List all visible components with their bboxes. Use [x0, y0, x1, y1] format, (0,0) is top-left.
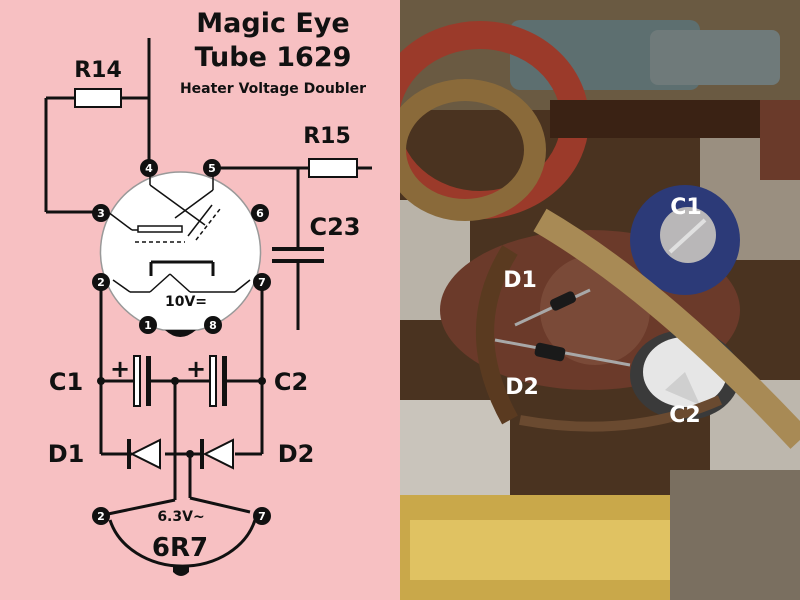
pin-8: 8 [204, 316, 222, 334]
d1-diode [127, 438, 161, 470]
photo-d1-diode [514, 288, 591, 327]
r14-resistor [74, 88, 122, 108]
6r7-key [173, 566, 189, 576]
pin-4: 4 [140, 159, 158, 177]
tube-electrodes [107, 170, 251, 293]
pin-6: 6 [251, 204, 269, 222]
photo-label-d1: D1 [503, 268, 537, 293]
tube-1629-pins: 1 2 3 4 5 6 7 [92, 159, 271, 334]
pin-5: 5 [203, 159, 221, 177]
r15-resistor [308, 158, 358, 178]
photo-d2-diode [494, 338, 631, 367]
c23-capacitor [272, 247, 324, 263]
c1-capacitor [133, 355, 151, 407]
c1-plus-sign: + [110, 355, 130, 383]
photo-label-c1: C1 [670, 195, 701, 220]
pin-4-label: 4 [145, 162, 153, 175]
pin-3: 3 [92, 204, 110, 222]
photo-label-c2: C2 [669, 403, 700, 428]
schematic-diagram: Magic Eye Tube 1629 Heater Voltage Doubl… [0, 0, 400, 600]
junction-dot [186, 450, 194, 458]
c2-plus-sign: + [186, 355, 206, 383]
c1-label: C1 [49, 368, 83, 396]
6r7-pin-2-label: 2 [97, 510, 105, 523]
d2-label: D2 [278, 440, 315, 468]
junction-dot [171, 377, 179, 385]
pin-2: 2 [92, 273, 110, 291]
d2-diode [200, 438, 234, 470]
pin-7-label: 7 [258, 276, 266, 289]
junction-dot [258, 377, 266, 385]
pin-3-label: 3 [97, 207, 105, 220]
c2-capacitor [209, 355, 227, 407]
junction-dot [97, 377, 105, 385]
pin-6-label: 6 [256, 207, 264, 220]
chassis-photo: C1 D1 D2 C2 [400, 0, 800, 600]
pin-8-label: 8 [209, 319, 217, 332]
pin-5-label: 5 [208, 162, 216, 175]
6r7-pin-7-label: 7 [258, 510, 266, 523]
photo-label-d2: D2 [505, 375, 539, 400]
pin-1: 1 [139, 316, 157, 334]
title-line1: Magic Eye [196, 8, 349, 39]
d1-label: D1 [48, 440, 85, 468]
c2-label: C2 [274, 368, 308, 396]
6r7-pin-7 [253, 507, 271, 525]
pin-2-label: 2 [97, 276, 105, 289]
photo-c1-capacitor [630, 185, 740, 295]
pin-1-label: 1 [144, 319, 152, 332]
title-subtitle: Heater Voltage Doubler [180, 81, 366, 97]
title-line2: Tube 1629 [195, 42, 352, 73]
r14-label: R14 [74, 58, 122, 83]
tube-6r7: 2 7 6.3V~ 6R7 [92, 507, 271, 576]
heater-voltage-6r7: 6.3V~ [157, 509, 204, 525]
heater-voltage-1629: 10V= [165, 294, 207, 310]
pin-7: 7 [253, 273, 271, 291]
r15-label: R15 [303, 124, 351, 149]
6r7-label: 6R7 [152, 533, 208, 563]
c23-label: C23 [309, 213, 360, 241]
6r7-pin-2 [92, 507, 110, 525]
